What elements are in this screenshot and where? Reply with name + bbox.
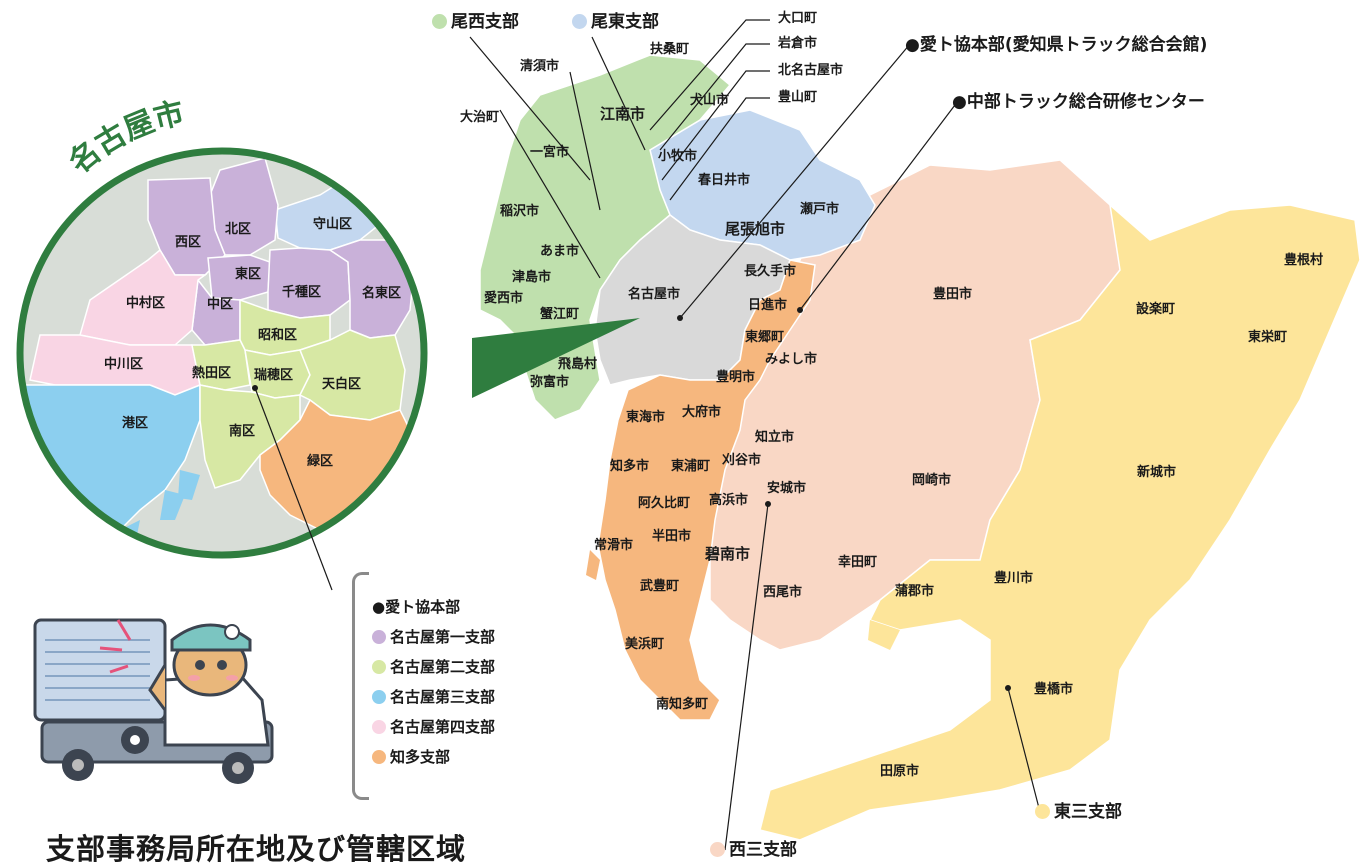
branch-higashimikawa: 東三支部 xyxy=(1035,804,1122,821)
muni-label: 一宮市 xyxy=(530,145,570,160)
ward-label: 名東区 xyxy=(362,286,402,301)
muni-label: みよし市 xyxy=(765,352,818,367)
muni-label: 東郷町 xyxy=(745,330,785,345)
muni-label: 岩倉市 xyxy=(778,36,818,51)
muni-label: 扶桑町 xyxy=(650,42,690,57)
branch-bisai: 尾西支部 xyxy=(432,14,519,31)
ward-label: 守山区 xyxy=(313,217,353,232)
legend-item: 名古屋第四支部 xyxy=(372,716,495,737)
muni-label: 南知多町 xyxy=(656,697,709,712)
muni-label: 春日井市 xyxy=(698,173,751,188)
muni-label: 蒲郡市 xyxy=(895,584,935,599)
ward-label: 港区 xyxy=(122,416,149,431)
muni-label: 大口町 xyxy=(778,11,818,26)
branch-bito: 尾東支部 xyxy=(572,14,659,31)
muni-label: 知多市 xyxy=(610,459,650,474)
ward-label: 天白区 xyxy=(322,377,362,392)
muni-label: 常滑市 xyxy=(594,538,634,553)
muni-label: 安城市 xyxy=(767,481,807,496)
muni-label: 知立市 xyxy=(755,430,795,445)
muni-label: 田原市 xyxy=(880,764,920,779)
muni-label: 碧南市 xyxy=(705,545,751,563)
muni-label: 刈谷市 xyxy=(722,453,762,468)
branch-nishimikawa: 西三支部 xyxy=(710,842,797,859)
muni-label: 名古屋市 xyxy=(628,287,681,302)
legend-item: 名古屋第二支部 xyxy=(372,656,495,677)
muni-label: 長久手市 xyxy=(744,264,797,279)
region-higashimikawa[interactable] xyxy=(759,203,1361,841)
muni-label: 豊明市 xyxy=(716,370,756,385)
truck-illustration xyxy=(33,618,274,784)
legend-item: 知多支部 xyxy=(372,746,450,767)
region-bisai[interactable] xyxy=(479,54,732,421)
muni-label: あま市 xyxy=(540,244,580,259)
page-title: 支部事務局所在地及び管轄区域 xyxy=(46,832,467,866)
muni-label: 東浦町 xyxy=(671,459,711,474)
muni-label: 小牧市 xyxy=(658,149,698,164)
muni-label: 武豊町 xyxy=(640,579,680,594)
muni-label: 阿久比町 xyxy=(638,496,691,511)
muni-label: 愛西市 xyxy=(484,291,524,306)
office-center: ●中部トラック総合研修センター xyxy=(952,92,1205,112)
muni-label: 高浜市 xyxy=(709,493,749,508)
muni-label: 稲沢市 xyxy=(500,204,540,219)
muni-label: 豊橋市 xyxy=(1034,682,1074,697)
ward-label: 昭和区 xyxy=(258,328,298,343)
muni-label: 大府市 xyxy=(682,405,722,420)
muni-label: 弥富市 xyxy=(530,375,570,390)
ward-label: 緑区 xyxy=(307,454,334,469)
region-chita[interactable] xyxy=(597,259,816,721)
muni-label: 設楽町 xyxy=(1136,302,1176,317)
ward-label: 熱田区 xyxy=(192,366,232,381)
legend-bracket xyxy=(352,572,369,800)
muni-label: 江南市 xyxy=(600,105,646,123)
muni-label: 大治町 xyxy=(460,110,500,125)
muni-label: 岡崎市 xyxy=(912,473,952,488)
muni-label: 東栄町 xyxy=(1248,330,1288,345)
ward-label: 西区 xyxy=(175,235,202,250)
muni-label: 西尾市 xyxy=(763,585,803,600)
legend-item: 名古屋第一支部 xyxy=(372,626,495,647)
muni-label: 豊山町 xyxy=(778,90,818,105)
muni-label: 新城市 xyxy=(1137,465,1177,480)
legend-item: 名古屋第三支部 xyxy=(372,686,495,707)
muni-label: 犬山市 xyxy=(690,93,730,108)
legend-item-hq: ●愛ト協本部 xyxy=(372,598,461,616)
muni-label: 豊田市 xyxy=(933,287,973,302)
ward-label: 南区 xyxy=(229,424,256,439)
muni-label: 瀬戸市 xyxy=(800,202,840,217)
muni-label: 美浜町 xyxy=(625,637,665,652)
ward-label: 瑞穂区 xyxy=(254,368,294,383)
inset-pointer xyxy=(472,318,640,398)
ward-label: 中区 xyxy=(207,297,234,312)
ward-label: 千種区 xyxy=(282,285,322,300)
ward-label: 東区 xyxy=(235,267,262,282)
muni-label: 幸田町 xyxy=(838,555,878,570)
muni-label: 豊川市 xyxy=(994,571,1034,586)
ward-label: 北区 xyxy=(225,222,252,237)
muni-label: 津島市 xyxy=(512,270,552,285)
muni-label: 北名古屋市 xyxy=(778,63,844,78)
ward-label: 中村区 xyxy=(126,296,166,311)
muni-label: 清須市 xyxy=(520,59,560,74)
muni-label: 蟹江町 xyxy=(540,307,580,322)
office-hq: ●愛ト協本部(愛知県トラック総合会館) xyxy=(905,35,1208,55)
muni-label: 半田市 xyxy=(652,529,692,544)
muni-label: 日進市 xyxy=(748,298,788,313)
muni-label: 飛島村 xyxy=(558,357,598,372)
muni-label: 豊根村 xyxy=(1284,253,1324,268)
muni-label: 東海市 xyxy=(626,410,666,425)
ward-label: 中川区 xyxy=(104,357,144,372)
muni-label: 尾張旭市 xyxy=(725,220,786,238)
